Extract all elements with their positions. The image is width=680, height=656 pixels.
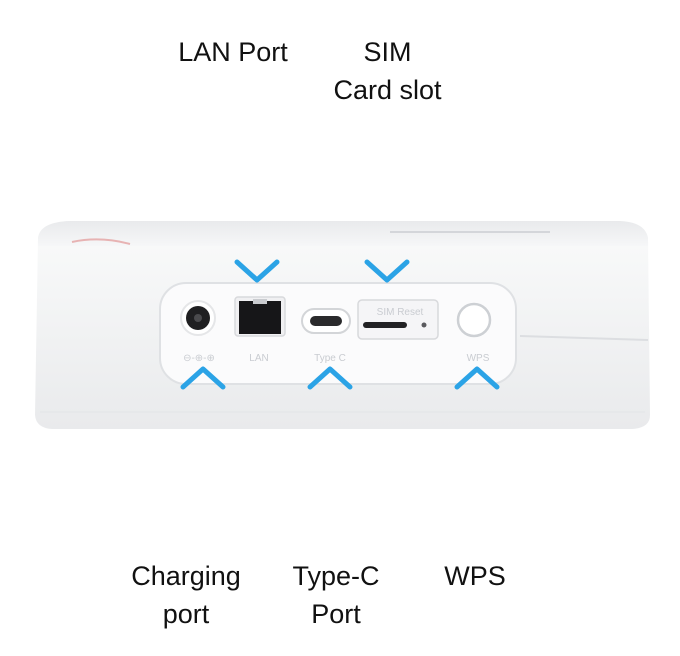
charging-label-line2: port xyxy=(162,599,210,629)
arrow-wps xyxy=(454,366,500,552)
lan-port-marking: LAN xyxy=(249,353,268,364)
sim-card-slot xyxy=(357,299,439,340)
type-c-port-marking: Type C xyxy=(314,353,346,364)
charging-port xyxy=(180,300,216,336)
arrow-charging xyxy=(180,366,226,552)
charging-label-line1: Charging xyxy=(131,561,241,591)
sim-card-slot-label: SIM Card slot xyxy=(315,33,460,109)
wps-button xyxy=(456,302,492,338)
charging-port-label: Charging port xyxy=(118,557,254,633)
lan-port-label-text: LAN Port xyxy=(178,37,288,67)
type-c-port xyxy=(301,308,351,334)
charging-port-marking: ⊖-⊕-⊕ xyxy=(183,353,215,364)
type-c-port-label: Type-C Port xyxy=(281,557,391,633)
lan-port xyxy=(234,296,286,337)
sim-label-line1: SIM xyxy=(363,37,412,67)
wps-label: WPS xyxy=(428,557,522,595)
sim-label-line2: Card slot xyxy=(333,75,442,105)
wps-marking: WPS xyxy=(467,353,490,364)
typec-label-line1: Type-C xyxy=(292,561,380,591)
typec-label-line2: Port xyxy=(311,599,361,629)
sim-slot-marking: SIM Reset xyxy=(377,307,424,318)
arrow-lan xyxy=(234,100,280,283)
arrow-sim xyxy=(364,100,410,283)
wps-label-text: WPS xyxy=(444,561,506,591)
arrow-type-c xyxy=(307,366,353,552)
lan-port-label: LAN Port xyxy=(160,33,306,71)
